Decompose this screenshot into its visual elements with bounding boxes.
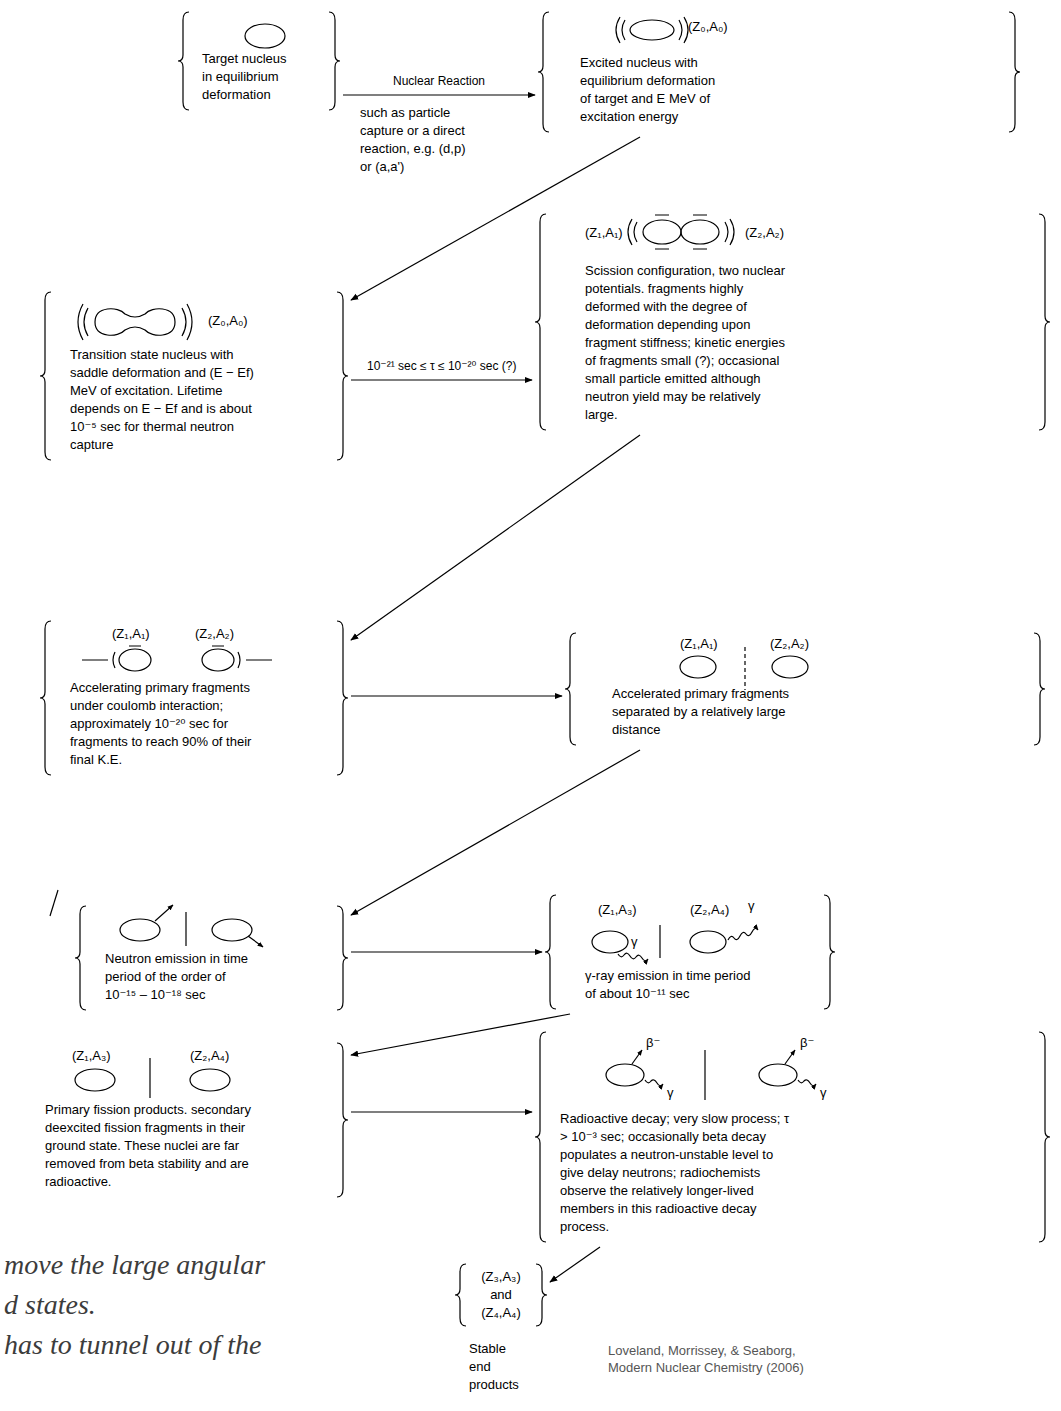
stage-description: Radioactive decay; very slow process; τ …: [560, 1110, 800, 1236]
accelerating-fragments: [82, 646, 272, 671]
reaction-note: such as particle capture or a direct rea…: [360, 104, 468, 176]
stage-box: β⁻ β⁻ γ γRadioactive decay; very slow proce…: [535, 1030, 1050, 1244]
nuclide-label: (Z₂,A₂): [195, 625, 234, 643]
handwritten-note: d states.: [4, 1288, 96, 1322]
flow-arrow: [351, 435, 640, 640]
stage-box: (Z₀,A₀) Excited nucleus with equilibrium …: [538, 10, 1020, 134]
flow-arrow: [343, 94, 535, 95]
primary-fission-products: [75, 1058, 230, 1098]
curly-brace: [178, 12, 340, 110]
scission-fragments: [628, 215, 734, 249]
stage-description: Excited nucleus with equilibrium deforma…: [580, 54, 725, 126]
curly-brace: [565, 633, 1045, 745]
nuclide-label: γ: [631, 933, 638, 951]
nuclide-label: β⁻: [646, 1034, 660, 1052]
nuclide-label: (Z₁,A₁): [680, 635, 718, 653]
stage-description: Neutron emission in time period of the o…: [105, 950, 257, 1004]
curly-brace: [535, 1032, 1050, 1242]
nuclide-label: β⁻: [800, 1034, 814, 1052]
flow-arrow: [351, 1111, 532, 1112]
handwritten-note: move the large angular: [4, 1248, 265, 1282]
nuclide-label: (Z₁,A₁): [585, 224, 623, 242]
flow-arrow: [351, 379, 532, 380]
stage-box: (Z₀,A₀) Transition state nucleus with sad…: [40, 290, 348, 462]
nuclide-label: γ: [667, 1084, 674, 1102]
arrow-label: Nuclear Reaction: [391, 72, 487, 90]
stage-description: Target nucleus in equilibrium deformatio…: [202, 50, 297, 104]
stage-box: (Z₁,A₃) (Z₂,A₄) γ γ γ-ray emission in time p…: [545, 893, 835, 1011]
nuclide-label: (Z₁,A₁): [112, 625, 150, 643]
flow-arrow: [351, 695, 562, 696]
curly-brace: [337, 1043, 348, 1197]
stage-box: (Z₁,A₃) (Z₂,A₄) Primary fission products. …: [40, 1041, 348, 1199]
nuclide-label: (Z₁,A₃): [598, 901, 637, 919]
nuclide-label: (Z₀,A₀): [688, 18, 728, 36]
stage-description: Transition state nucleus with saddle def…: [70, 346, 270, 454]
nuclide-label: (Z₁,A₃): [72, 1047, 111, 1065]
flow-arrow: [351, 1014, 570, 1055]
beta-decay: [606, 1050, 816, 1100]
flow-arrow: [351, 750, 640, 915]
handwritten-note: has to tunnel out of the: [4, 1328, 261, 1362]
curly-brace: [535, 214, 1050, 430]
curly-brace: [40, 621, 348, 775]
curly-brace: [538, 12, 1020, 132]
end-product-box: (Z₃,A₃) and (Z₄,A₄) Stable end products: [455, 1262, 547, 1402]
neutron-emission: [50, 890, 263, 947]
saddle-nucleus: [78, 304, 192, 340]
stage-box: (Z₁,A₁) (Z₂,A₂) Accelerated primary fragme…: [565, 631, 1045, 747]
citation: Loveland, Morrissey, & Seaborg, Modern N…: [608, 1342, 818, 1376]
nuclide-label: γ: [820, 1084, 827, 1102]
flow-arrow: [351, 951, 542, 952]
stage-description: γ-ray emission in time period of about 1…: [585, 967, 760, 1003]
curly-brace: [455, 1264, 547, 1326]
stage-description: Scission configuration, two nuclear pote…: [585, 262, 790, 424]
nuclide-label: (Z₂,A₄): [690, 901, 729, 919]
stage-box: Target nucleus in equilibrium deformatio…: [178, 10, 340, 112]
curly-brace: [40, 292, 348, 460]
nuclide-label: γ: [748, 897, 755, 915]
nuclide-label: Stable end products: [469, 1340, 525, 1394]
stage-description: Accelerated primary fragments separated …: [612, 685, 812, 739]
stage-box: Neutron emission in time period of the o…: [75, 904, 348, 1012]
nuclide-label: (Z₂,A₂): [770, 635, 809, 653]
stage-description: Primary fission products. secondary deex…: [45, 1101, 285, 1191]
curly-brace: [75, 906, 348, 1010]
nuclide-label: (Z₂,A₂): [745, 224, 784, 242]
nuclide-label: (Z₃,A₃) and (Z₄,A₄): [471, 1268, 531, 1322]
stage-box: (Z₁,A₁) (Z₂,A₂) Accelerating primary fragm…: [40, 619, 348, 777]
gamma-emission: [592, 925, 758, 961]
nuclide-label: (Z₂,A₄): [190, 1047, 229, 1065]
stage-box: (Z₁,A₁) (Z₂,A₂) Scission configuration, tw…: [535, 212, 1050, 432]
accelerated-fragments: [680, 647, 808, 690]
target-nucleus: [245, 24, 285, 48]
arrow-label: 10⁻²¹ sec ≤ τ ≤ 10⁻²⁰ sec (?): [365, 357, 518, 375]
nuclide-label: (Z₀,A₀): [208, 312, 248, 330]
excited-nucleus: [616, 17, 688, 43]
stage-description: Accelerating primary fragments under cou…: [70, 679, 260, 769]
curly-brace: [545, 895, 835, 1009]
flow-arrow: [550, 1247, 600, 1282]
